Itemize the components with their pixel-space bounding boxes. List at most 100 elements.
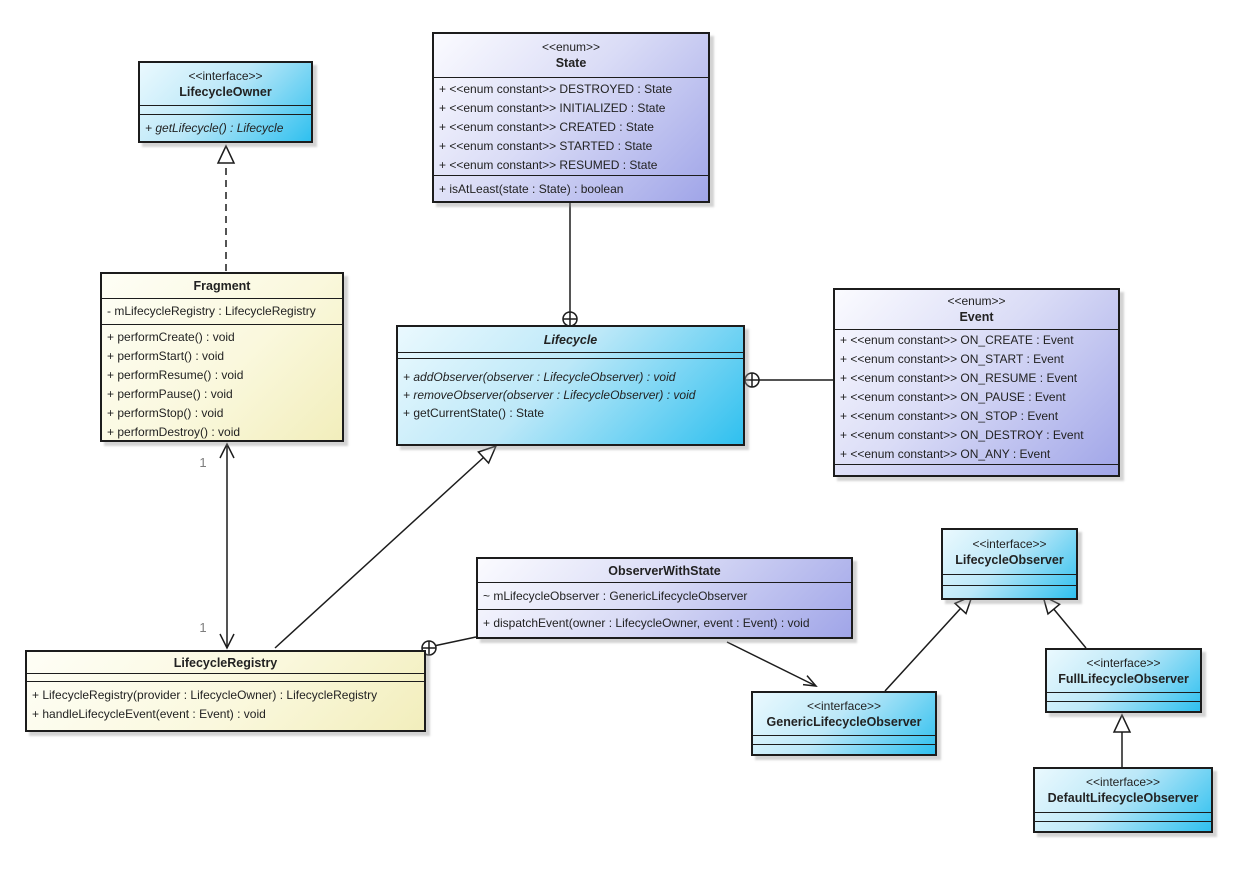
operations-compartment: + addObserver(observer : LifecycleObserv…: [398, 358, 743, 444]
operation: + getCurrentState() : State: [403, 406, 545, 420]
generalization-defaultlifecycleobserver-fulllifecycleobserver[interactable]: [1112, 713, 1132, 767]
class-full-lifecycle-observer[interactable]: <<interface>> FullLifecycleObserver: [1045, 648, 1202, 713]
attributes-compartment: - mLifecycleRegistry : LifecycleRegistry: [102, 298, 342, 324]
attributes-compartment: [398, 352, 743, 358]
attributes-compartment: [943, 574, 1076, 585]
class-event-enum[interactable]: <<enum>> Event + <<enum constant>> ON_CR…: [833, 288, 1120, 477]
containment-state-lifecycle[interactable]: [562, 203, 578, 327]
operation: + LifecycleRegistry(provider : Lifecycle…: [32, 688, 378, 702]
generalization-genericlifecycleobserver-lifecycleobserver[interactable]: [884, 594, 974, 692]
operation: + getLifecycle() : Lifecycle: [145, 120, 284, 135]
operation: + performCreate() : void: [107, 330, 235, 344]
class-header: <<interface>> DefaultLifecycleObserver: [1035, 769, 1211, 812]
operations-compartment: + dispatchEvent(owner : LifecycleOwner, …: [478, 609, 851, 637]
class-default-lifecycle-observer[interactable]: <<interface>> DefaultLifecycleObserver: [1033, 767, 1213, 833]
class-header: <<interface>> FullLifecycleObserver: [1047, 650, 1200, 692]
operation: + isAtLeast(state : State) : boolean: [439, 181, 624, 196]
attributes-compartment: [1047, 692, 1200, 701]
class-header: <<interface>> GenericLifecycleObserver: [753, 693, 935, 735]
operations-compartment: + LifecycleRegistry(provider : Lifecycle…: [27, 681, 424, 730]
generalization-lifecycleregistry-lifecycle[interactable]: [274, 444, 498, 649]
class-header: Fragment: [102, 274, 342, 298]
attribute: + <<enum constant>> ON_DESTROY : Event: [840, 428, 1084, 442]
attribute: ~ mLifecycleObserver : GenericLifecycleO…: [483, 588, 748, 603]
attributes-compartment: [27, 673, 424, 681]
attributes-compartment: + <<enum constant>> ON_CREATE : Event + …: [835, 329, 1118, 464]
class-name: LifecycleOwner: [179, 84, 272, 99]
class-name: Lifecycle: [543, 332, 598, 347]
attribute: + <<enum constant>> ON_PAUSE : Event: [840, 390, 1066, 404]
class-header: <<enum>> State: [434, 34, 708, 77]
class-name: DefaultLifecycleObserver: [1047, 791, 1199, 805]
class-lifecycle[interactable]: Lifecycle + addObserver(observer : Lifec…: [396, 325, 745, 446]
association-observerwithstate-genericlifecycleobserver[interactable]: [726, 641, 818, 687]
class-lifecycle-registry[interactable]: LifecycleRegistry + LifecycleRegistry(pr…: [25, 650, 426, 732]
class-name: State: [555, 56, 587, 70]
attribute: + <<enum constant>> DESTROYED : State: [439, 82, 673, 96]
realization-fragment-lifecycleowner[interactable]: [216, 144, 236, 271]
class-generic-lifecycle-observer[interactable]: <<interface>> GenericLifecycleObserver: [751, 691, 937, 756]
attribute: + <<enum constant>> ON_ANY : Event: [840, 447, 1051, 461]
containment-observerwithstate-lifecycleregistry[interactable]: [421, 636, 477, 656]
stereotype-label: <<interface>>: [806, 698, 882, 713]
operations-compartment: [1047, 701, 1200, 711]
class-header: ObserverWithState: [478, 559, 851, 582]
operations-compartment: + isAtLeast(state : State) : boolean: [434, 175, 708, 202]
operations-compartment: [1035, 821, 1211, 831]
attribute: + <<enum constant>> ON_STOP : Event: [840, 409, 1059, 423]
class-name: FullLifecycleObserver: [1058, 671, 1189, 686]
class-fragment[interactable]: Fragment - mLifecycleRegistry : Lifecycl…: [100, 272, 344, 442]
stereotype-label: <<interface>>: [1085, 775, 1161, 789]
operation: + handleLifecycleEvent(event : Event) : …: [32, 707, 266, 721]
operation: + performPause() : void: [107, 387, 233, 401]
attributes-compartment: + <<enum constant>> DESTROYED : State + …: [434, 77, 708, 175]
class-header: Lifecycle: [398, 327, 743, 352]
generalization-fulllifecycleobserver-lifecycleobserver[interactable]: [1041, 594, 1087, 649]
stereotype-label: <<interface>>: [1086, 655, 1161, 670]
attributes-compartment: [1035, 812, 1211, 821]
class-lifecycle-owner[interactable]: <<interface>> LifecycleOwner + getLifecy…: [138, 61, 313, 143]
class-name: LifecycleRegistry: [173, 655, 278, 670]
attribute: + <<enum constant>> ON_START : Event: [840, 352, 1064, 366]
operation: + performStop() : void: [107, 406, 224, 420]
attribute: + <<enum constant>> ON_RESUME : Event: [840, 371, 1078, 385]
attribute: + <<enum constant>> RESUMED : State: [439, 158, 658, 172]
class-header: <<interface>> LifecycleObserver: [943, 530, 1076, 574]
class-header: LifecycleRegistry: [27, 652, 424, 673]
operations-compartment: [943, 585, 1076, 598]
class-header: <<enum>> Event: [835, 290, 1118, 329]
class-lifecycle-observer[interactable]: <<interface>> LifecycleObserver: [941, 528, 1078, 600]
class-header: <<interface>> LifecycleOwner: [140, 63, 311, 105]
multiplicity-label-registry-end: 1: [199, 620, 207, 635]
stereotype-label: <<enum>>: [541, 40, 601, 54]
operation: + addObserver(observer : LifecycleObserv…: [403, 370, 676, 384]
attribute: + <<enum constant>> INITIALIZED : State: [439, 101, 666, 115]
containment-event-lifecycle[interactable]: [744, 372, 833, 388]
association-fragment-lifecycleregistry[interactable]: [219, 442, 235, 650]
class-name: Fragment: [193, 279, 251, 293]
class-name: LifecycleObserver: [955, 552, 1064, 567]
operations-compartment: [753, 744, 935, 754]
operation: + removeObserver(observer : LifecycleObs…: [403, 388, 696, 402]
class-name: ObserverWithState: [608, 563, 721, 578]
multiplicity-label-fragment-end: 1: [199, 455, 207, 470]
operation: + performDestroy() : void: [107, 425, 241, 439]
stereotype-label: <<interface>>: [188, 68, 263, 83]
attributes-compartment: ~ mLifecycleObserver : GenericLifecycleO…: [478, 582, 851, 609]
operation: + dispatchEvent(owner : LifecycleOwner, …: [483, 616, 810, 630]
class-state-enum[interactable]: <<enum>> State + <<enum constant>> DESTR…: [432, 32, 710, 203]
operations-compartment: + performCreate() : void + performStart(…: [102, 324, 342, 442]
operations-compartment: [835, 464, 1118, 475]
attributes-compartment: [140, 105, 311, 114]
class-observer-with-state[interactable]: ObserverWithState ~ mLifecycleObserver :…: [476, 557, 853, 639]
class-name: Event: [959, 310, 994, 324]
operation: + performStart() : void: [107, 349, 225, 363]
attribute: - mLifecycleRegistry : LifecycleRegistry: [107, 304, 316, 318]
attribute: + <<enum constant>> ON_CREATE : Event: [840, 333, 1074, 347]
stereotype-label: <<enum>>: [947, 294, 1006, 308]
stereotype-label: <<interface>>: [972, 536, 1047, 551]
attribute: + <<enum constant>> CREATED : State: [439, 120, 654, 134]
attribute: + <<enum constant>> STARTED : State: [439, 139, 653, 153]
attributes-compartment: [753, 735, 935, 744]
operation: + performResume() : void: [107, 368, 244, 382]
